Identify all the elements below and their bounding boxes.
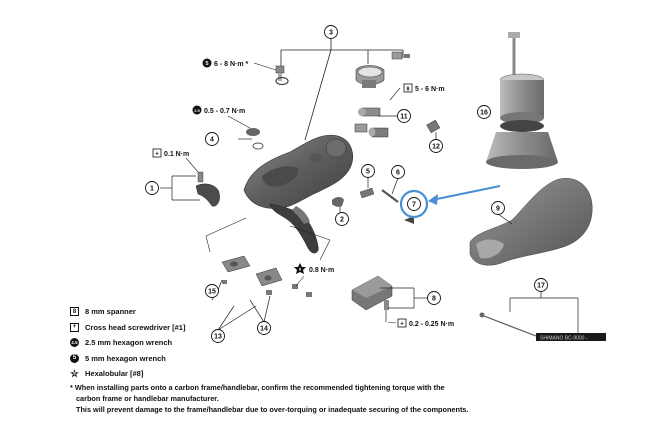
part-11-nuts (354, 107, 400, 138)
callout-15: 15 (208, 289, 216, 296)
hex-wrench-icon: 5 (70, 353, 79, 363)
legend-label: 2.5 mm hexagon wrench (85, 338, 173, 348)
callout-3: 3 (329, 30, 333, 37)
legend-label: 5 mm hexagon wrench (85, 353, 166, 363)
torque-02-025: + 0.2 - 0.25 N·m (387, 318, 454, 328)
assembly-guide-lines (205, 217, 331, 261)
callout-8: 8 (432, 296, 436, 303)
part-clamp-bolt (391, 51, 410, 60)
legend-item: 8 Hexalobular [#8] (70, 366, 185, 382)
legend-item: 2.5 2.5 mm hexagon wrench (70, 335, 185, 351)
hexalobular-icon: 8 (299, 267, 302, 272)
part-8-bracket (351, 275, 428, 322)
svg-text:0.1 N·m: 0.1 N·m (164, 151, 189, 158)
tool-legend: 8 8 mm spanner + Cross head screwdriver … (70, 304, 185, 382)
callout-2: 2 (340, 217, 344, 224)
hexalobular-icon: 8 (70, 369, 79, 378)
part-17-cable: SHIMANO BC-9000 - (479, 290, 606, 342)
callout-6: 6 (396, 170, 400, 177)
callout-4: 4 (210, 137, 214, 144)
part-15-plate (221, 255, 251, 273)
legend-item: + Cross head screwdriver [#1] (70, 320, 185, 336)
part-clamp-band (355, 65, 385, 88)
callout-11: 11 (400, 114, 408, 121)
part-14-screws (222, 280, 312, 297)
screwdriver-icon: + (155, 152, 159, 158)
spanner-icon: 8 (70, 307, 79, 317)
part-4-cap (238, 128, 264, 150)
callout-14: 14 (260, 326, 268, 333)
part-12-bolt (426, 119, 441, 140)
part-9-hood (469, 178, 593, 266)
hex-wrench-icon: 2.5 (70, 338, 79, 348)
carbon-frame-note: * When installing parts onto a carbon fr… (70, 383, 630, 415)
note-line-3: This will prevent damage to the frame/ha… (76, 404, 469, 414)
lever-body (243, 134, 353, 254)
callout-1: 1 (150, 186, 154, 193)
callout-16: 16 (480, 110, 488, 117)
callout-circles (145, 25, 548, 343)
torque-5-6: 8 5 - 6 N·m (389, 83, 445, 101)
legend-label: 8 mm spanner (85, 307, 136, 317)
part-5-6-7-small (359, 176, 414, 224)
callout-3-leaders (280, 38, 404, 141)
torque-01: + 0.1 N·m (152, 148, 199, 173)
torque-08: 8 0.8 N·m (294, 263, 334, 287)
part-1-lever-tip (160, 171, 220, 207)
cable-label: SHIMANO BC-9000 - (540, 336, 588, 342)
note-line-1: * When installing parts onto a carbon fr… (70, 383, 445, 392)
spanner-icon: 8 (406, 87, 409, 93)
part-16-cylinder (486, 32, 558, 169)
legend-item: 5 5 mm hexagon wrench (70, 351, 185, 367)
screwdriver-icon: + (70, 322, 79, 332)
callout-7: 7 (412, 202, 416, 209)
part-2-spring (332, 197, 344, 212)
screwdriver-icon-2: + (400, 322, 404, 328)
part-bolt-top (275, 65, 289, 86)
svg-text:6 - 8 N·m *: 6 - 8 N·m * (214, 61, 249, 68)
highlight-callout-7 (399, 185, 501, 219)
torque-05-07: 2.5 0.5 - 0.7 N·m (192, 105, 251, 129)
torque-6-8: 5 6 - 8 N·m * (202, 58, 277, 71)
callout-5: 5 (366, 169, 370, 176)
svg-text:0.2 - 0.25 N·m: 0.2 - 0.25 N·m (409, 321, 454, 328)
hex5-icon: 5 (205, 61, 208, 67)
callout-13: 13 (214, 334, 222, 341)
hex25-icon: 2.5 (194, 108, 200, 113)
legend-label: Hexalobular [#8] (85, 369, 144, 379)
svg-text:0.5 - 0.7 N·m: 0.5 - 0.7 N·m (204, 108, 245, 115)
svg-text:0.8 N·m: 0.8 N·m (309, 267, 334, 274)
part-plate-2 (255, 267, 283, 287)
legend-item: 8 8 mm spanner (70, 304, 185, 320)
callout-12: 12 (432, 144, 440, 151)
note-line-2: carbon frame or handlebar manufacturer. (76, 393, 219, 403)
legend-label: Cross head screwdriver [#1] (85, 322, 186, 332)
callout-9: 9 (496, 206, 500, 213)
callout-17: 17 (537, 283, 545, 290)
svg-text:5 - 6 N·m: 5 - 6 N·m (415, 86, 445, 93)
